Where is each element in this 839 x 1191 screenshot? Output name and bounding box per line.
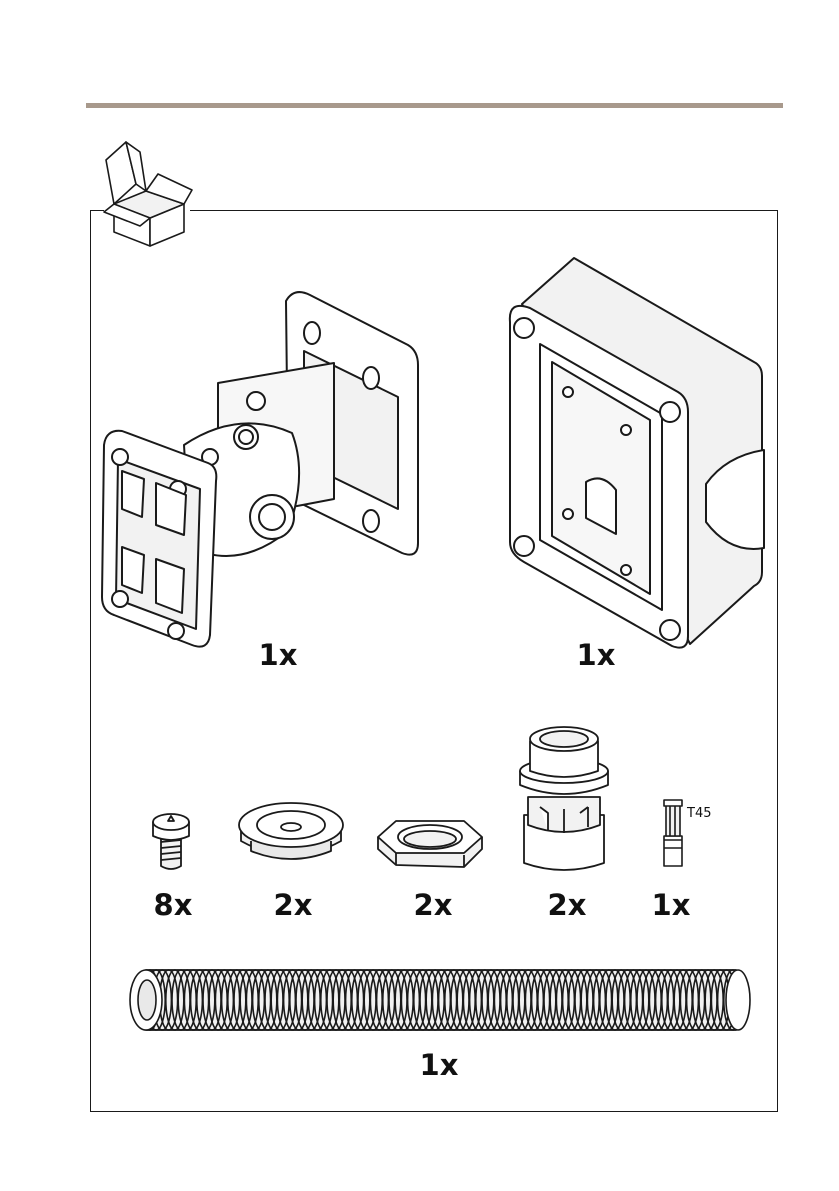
junction-box-icon [502,252,768,656]
torx-bit-quantity: 1x [648,891,694,920]
conduit-quantity: 1x [416,1051,462,1080]
wall-mount-quantity: 1x [255,641,301,670]
screw-icon [147,806,195,876]
cable-gland-quantity: 2x [542,891,592,920]
cable-gland-icon [514,715,614,875]
hex-nut-quantity: 2x [408,891,458,920]
grommet-quantity: 2x [268,891,318,920]
open-box-icon [96,134,196,250]
wall-mount-bracket-icon [98,285,422,653]
screw-quantity: 8x [150,891,196,920]
cable-grommet-icon [233,795,349,865]
hex-nut-icon [372,815,488,875]
header-rule [86,103,783,108]
junction-box-quantity: 1x [573,641,619,670]
flexible-conduit-icon [124,966,756,1034]
bit-size-label: T45 [687,806,711,821]
torx-bit-icon [658,796,688,872]
